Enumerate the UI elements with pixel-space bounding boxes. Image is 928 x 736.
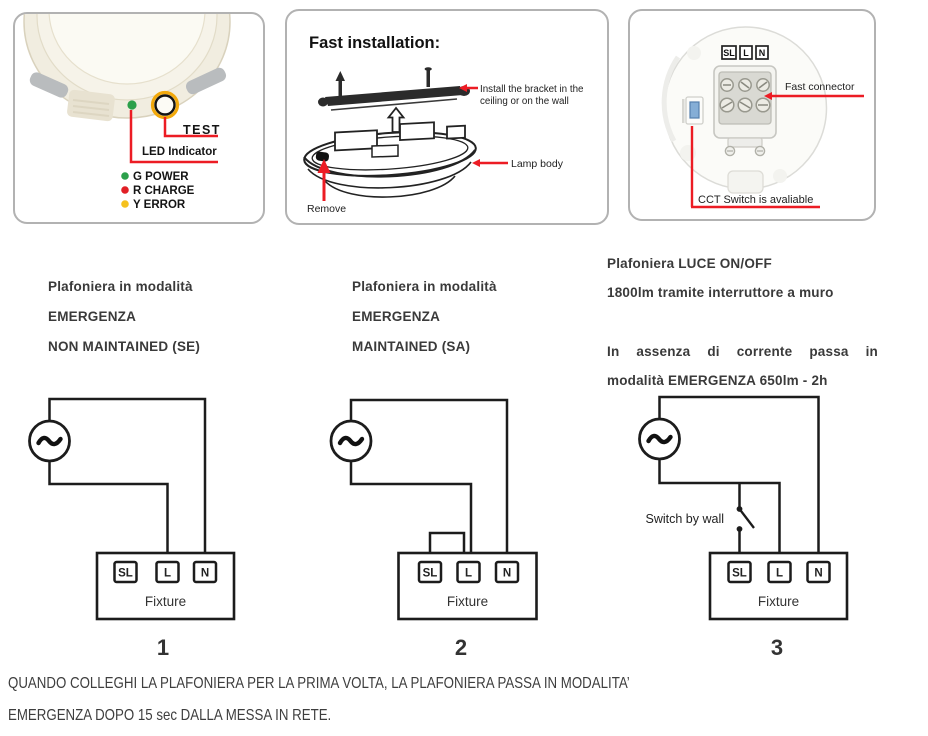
lamp-photo — [23, 14, 231, 122]
svg-text:N: N — [503, 568, 511, 580]
mode-3-line1: Plafoniera LUCE ON/OFF — [607, 256, 772, 271]
ac-source-icon — [329, 419, 373, 463]
mode-2-line3: MAINTAINED (SA) — [352, 339, 471, 354]
svg-text:N: N — [814, 568, 822, 580]
wires — [48, 397, 207, 562]
fixture-label: Fixture — [758, 594, 799, 609]
fast-installation-title: Fast installation: — [309, 34, 440, 52]
test-button — [150, 90, 180, 120]
mode-3-line2: 1800lm tramite interruttore a muro — [607, 284, 834, 300]
led-indicator-panel: TEST LED Indicator G POWER R CHARGE Y ER… — [13, 12, 265, 224]
wires — [349, 398, 509, 562]
mode-3-heading: Plafoniera LUCE ON/OFF 1800lm tramite in… — [607, 250, 834, 307]
svg-text:N: N — [201, 568, 209, 580]
terminal-sl-label: SL — [723, 48, 735, 58]
fast-connector-callout — [764, 92, 864, 100]
wiring-diagram-1: SL L N Fixture 1 — [28, 397, 236, 660]
terminal-labels: SL L N — [721, 45, 769, 60]
legend-error: Y ERROR — [133, 199, 186, 211]
terminal-labels: SL L N — [423, 568, 512, 580]
terminal-labels: SL L N — [732, 568, 823, 580]
svg-text:SL: SL — [732, 568, 747, 580]
cct-callout — [690, 126, 820, 209]
lamp-body-label: Lamp body — [511, 158, 564, 170]
bracket-note-line2: ceiling or on the wall — [480, 96, 569, 107]
fixture-label: Fixture — [447, 594, 488, 609]
svg-text:L: L — [465, 568, 472, 580]
led-indicator-label: LED Indicator — [142, 146, 217, 158]
ac-source-icon — [28, 419, 71, 463]
remove-clip — [315, 151, 330, 162]
mode-1-line3: NON MAINTAINED (SE) — [48, 339, 201, 354]
mode-1-line2: EMERGENZA — [48, 309, 137, 324]
wall-switch-icon — [736, 506, 755, 532]
terminal-n-label: N — [759, 48, 766, 58]
mode-3-paragraph-line1: In assenza di corrente passa in — [607, 344, 878, 359]
ac-source-icon — [638, 417, 681, 461]
wiring-diagram-3: Switch by wall SL L N Fixture 3 — [638, 395, 849, 660]
legend-charge: R CHARGE — [133, 185, 195, 197]
mode-2-line1: Plafoniera in modalità — [352, 279, 497, 294]
mode-3-paragraph: In assenza di corrente passa in modalità… — [607, 338, 878, 395]
footer-line2: EMERGENZA DOPO 15 sec DALLA MESSA IN RET… — [8, 706, 332, 724]
svg-text:L: L — [164, 568, 171, 580]
bracket-note-line1: Install the bracket in the — [480, 84, 584, 95]
diagram-number: 3 — [771, 635, 783, 660]
cct-note: CCT Switch is avaliable — [698, 194, 813, 206]
terminal-labels: SL L N — [118, 568, 209, 580]
mode-1-line1: Plafoniera in modalità — [48, 279, 193, 294]
test-label: TEST — [183, 123, 221, 137]
fixture-terminals — [417, 560, 520, 584]
legend-power: G POWER — [133, 171, 189, 183]
lamp-body-callout — [472, 159, 508, 167]
footer-line1: QUANDO COLLEGHI LA PLAFONIERA PER LA PRI… — [8, 675, 630, 692]
svg-text:SL: SL — [118, 568, 133, 580]
green-led-dot — [127, 100, 137, 110]
mode-3-paragraph-line2: modalità EMERGENZA 650lm - 2h — [607, 372, 828, 388]
wires — [658, 395, 820, 562]
mode-2-line2: EMERGENZA — [352, 309, 441, 324]
remove-label: Remove — [307, 203, 346, 215]
fixture-label: Fixture — [145, 594, 186, 609]
wiring-diagram-2: SL L N Fixture 2 — [329, 398, 538, 660]
svg-text:SL: SL — [423, 568, 438, 580]
diagram-number: 2 — [455, 635, 467, 660]
fixture-terminals — [113, 560, 218, 584]
callout-lines — [129, 110, 218, 164]
fast-installation-panel: Fast installation: — [285, 9, 609, 225]
led-legend: G POWER R CHARGE Y ERROR — [121, 171, 195, 211]
fast-connector-panel: SL L N Fast connector CCT Switch is aval… — [628, 9, 876, 221]
terminal-block — [713, 65, 777, 157]
cct-switch — [682, 96, 704, 125]
terminal-l-label: L — [743, 48, 749, 58]
mode-1-heading: Plafoniera in modalità EMERGENZA NON MAI… — [48, 272, 200, 362]
footer-note: QUANDO COLLEGHI LA PLAFONIERA PER LA PRI… — [8, 668, 928, 731]
svg-text:L: L — [776, 568, 783, 580]
diagram-number: 1 — [157, 635, 169, 660]
bracket-drawing — [318, 67, 470, 111]
fixture-terminals — [727, 560, 831, 584]
switch-by-wall-label: Switch by wall — [646, 512, 725, 526]
bracket-callout — [459, 84, 478, 92]
remove-arrow-icon — [317, 159, 331, 201]
fast-connector-label: Fast connector — [785, 81, 855, 93]
lamp-body-drawing — [303, 121, 477, 198]
mode-2-heading: Plafoniera in modalità EMERGENZA MAINTAI… — [352, 272, 497, 362]
